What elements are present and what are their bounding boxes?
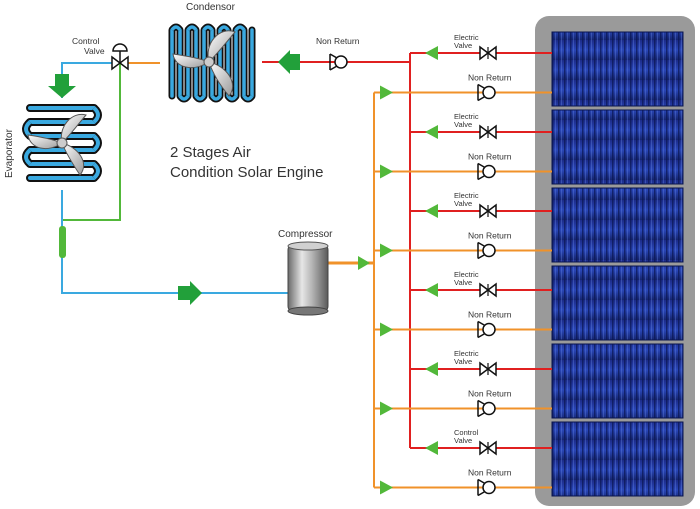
solar-panel <box>551 109 684 185</box>
evaporator-unit <box>22 104 102 182</box>
flow-arrow <box>425 283 438 297</box>
green-sense-line <box>62 63 121 221</box>
flow-arrow <box>380 401 393 416</box>
sensor-bulb <box>59 226 66 258</box>
non-return-valve-icon <box>477 478 496 497</box>
electric-valve-label: Electric <box>454 191 479 200</box>
electric-valve-label: Electric <box>454 270 479 279</box>
electric-valve-icon <box>479 282 497 298</box>
flow-arrow <box>425 441 438 455</box>
compressor-label: Compressor <box>278 229 333 240</box>
condensor-unit <box>168 23 256 103</box>
non-return-valve-icon <box>477 83 496 102</box>
control-valve-label: Control <box>454 428 479 437</box>
electric-valve-icon <box>479 203 497 219</box>
valve-label: Valve <box>454 436 472 445</box>
non-return-valve-icon <box>477 162 496 181</box>
solar-panel <box>551 421 684 497</box>
solar-panel <box>551 343 684 419</box>
non-return-label: Non Return <box>468 310 512 320</box>
diagram-title-line-2: Condition Solar Engine <box>170 164 323 181</box>
electric-valve-icon <box>479 45 497 61</box>
control-valve-icon <box>111 43 129 71</box>
electric-valve-icon <box>479 124 497 140</box>
evaporator-fan-icon <box>27 113 87 176</box>
valve-label: Valve <box>454 278 472 287</box>
valve-label: Valve <box>454 357 472 366</box>
flow-arrow-to-compressor <box>178 281 202 305</box>
diagram-title-line-1: 2 Stages Air <box>170 144 251 161</box>
solar-panel <box>551 265 684 341</box>
non-return-top-label: Non Return <box>316 36 360 46</box>
solar-panel-array <box>535 16 695 506</box>
flow-arrow <box>425 362 438 376</box>
non-return-label: Non Return <box>468 468 512 478</box>
valve-label: Valve <box>454 120 472 129</box>
solar-panel <box>551 31 684 107</box>
condensor-label: Condensor <box>186 2 236 13</box>
non-return-valve-icon <box>477 320 496 339</box>
flow-arrow-to-condensor <box>278 50 300 74</box>
non-return-valve-icon <box>477 241 496 260</box>
flow-arrow <box>425 204 438 218</box>
blue-suction-line <box>61 190 290 294</box>
non-return-label: Non Return <box>468 152 512 162</box>
electric-valve-icon <box>479 361 497 377</box>
non-return-valve-top-icon <box>329 53 348 71</box>
electric-valve-label: Electric <box>454 33 479 42</box>
electric-valve-label: Electric <box>454 112 479 121</box>
non-return-label: Non Return <box>468 73 512 83</box>
control-valve-label-1: Control <box>72 36 100 46</box>
solar-panel <box>551 187 684 263</box>
non-return-valve-icon <box>477 399 496 418</box>
electric-valve-label: Electric <box>454 349 479 358</box>
blue-liquid-line <box>61 62 112 98</box>
condensor-fan-icon <box>172 30 236 97</box>
control-valve-label-2: Valve <box>84 46 105 56</box>
flow-arrow <box>425 125 438 139</box>
flow-arrow <box>380 322 393 337</box>
valve-label: Valve <box>454 199 472 208</box>
flow-arrow <box>380 243 393 258</box>
flow-arrow-to-evaporator <box>48 74 76 98</box>
evaporator-label: Evaporator <box>4 128 15 178</box>
flow-arrow <box>380 480 393 495</box>
flow-arrow <box>380 85 393 100</box>
flow-arrow <box>380 164 393 179</box>
flow-arrow <box>425 46 438 60</box>
non-return-label: Non Return <box>468 231 512 241</box>
flow-arrow-compressor-out <box>358 256 370 270</box>
valve-label: Valve <box>454 41 472 50</box>
compressor-unit <box>287 241 329 316</box>
non-return-label: Non Return <box>468 389 512 399</box>
control-valve-icon <box>479 440 497 456</box>
